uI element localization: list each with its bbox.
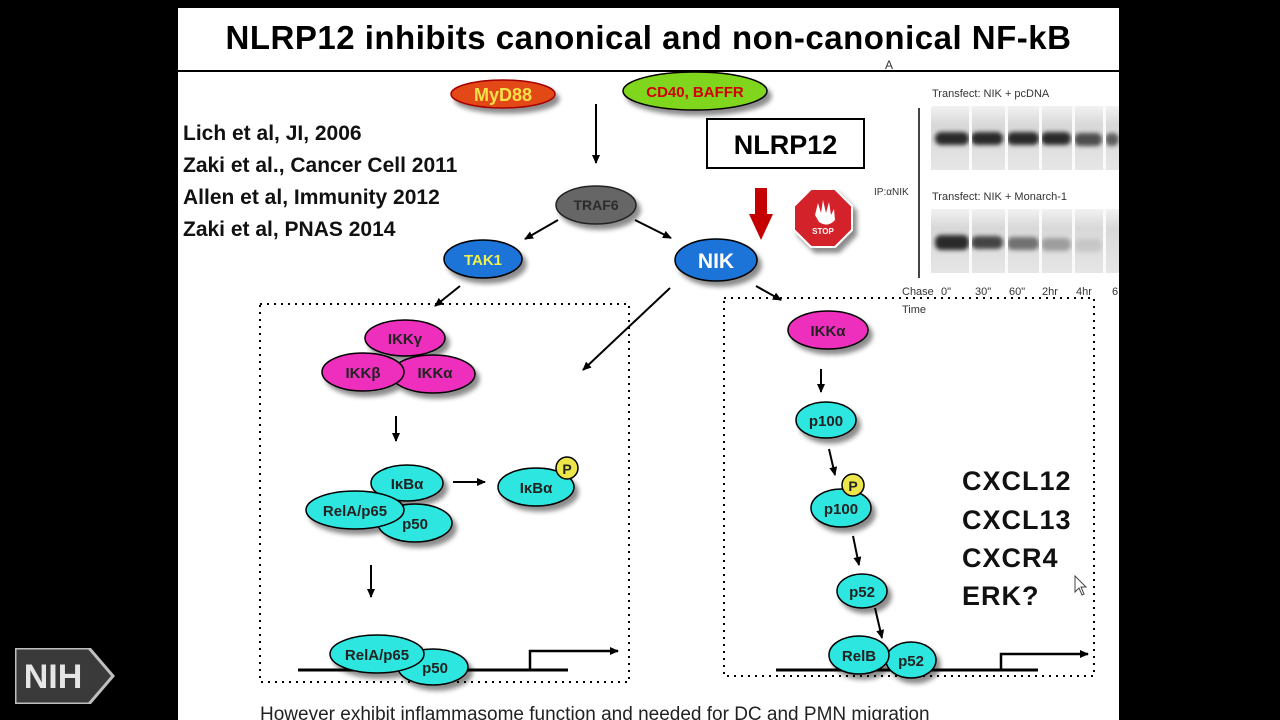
ikk-gamma-node	[364, 319, 446, 357]
slide: NLRP12 inhibits canonical and non-canoni…	[178, 8, 1119, 720]
blot-panel2-image	[931, 209, 1119, 273]
ikk-alpha-noncanonical-node	[787, 310, 869, 350]
blot-timepoint: 4hr	[1076, 286, 1092, 298]
relb-p52-complex	[828, 635, 937, 679]
rela-p65-dna-label: RelA/p65	[345, 647, 409, 664]
arrow-p52-relb	[874, 607, 885, 639]
ikba-free-label: IκBα	[520, 480, 553, 497]
nlrp12-inhibition-arrow	[749, 188, 773, 240]
phosphate-icon	[841, 473, 865, 497]
title-underline	[178, 70, 1119, 72]
blot-panel1-label: Transfect: NIK + pcDNA	[932, 88, 1050, 100]
rela-p65-dna-node	[329, 634, 425, 674]
transcription-arrow-canonical	[528, 647, 619, 670]
blot-panel-marker: A	[885, 58, 894, 72]
ikk-alpha-noncanonical-label: IKKα	[810, 323, 846, 340]
cd40-baffr-node	[622, 71, 768, 111]
ikk-gamma-label: IKKγ	[388, 331, 423, 348]
myd88-node	[450, 79, 556, 109]
arrow-tak1-ikk	[434, 285, 461, 307]
blot-timepoint: 30"	[975, 286, 992, 298]
traf6-label: TRAF6	[573, 197, 618, 213]
relb-label: RelB	[842, 648, 876, 665]
arrow-traf6-nik	[634, 219, 672, 239]
arrow-nik-canonical	[582, 287, 671, 371]
myd88-label: MyD88	[474, 85, 532, 105]
phosphate-label: P	[848, 478, 857, 494]
blot-timepoint: 2hr	[1042, 286, 1058, 298]
nik-node	[674, 238, 758, 282]
p100-phospho-node	[810, 488, 872, 528]
chemokine-erk: ERK?	[962, 581, 1040, 611]
slide-title: NLRP12 inhibits canonical and non-canoni…	[225, 19, 1072, 56]
ikba-label: IκBα	[391, 476, 424, 493]
arrow-p100-phospho	[828, 448, 838, 476]
phosphate-icon	[555, 456, 579, 480]
tak1-label: TAK1	[464, 252, 502, 269]
p100-node	[795, 401, 857, 439]
nfkb-ikba-complex	[305, 464, 453, 543]
ikk-alpha-label: IKKα	[417, 365, 453, 382]
chemokine-cxcr4: CXCR4	[962, 543, 1059, 573]
blot-time-label: Time	[902, 304, 927, 316]
nik-label: NIK	[698, 250, 734, 273]
p100-phospho-label: p100	[824, 501, 858, 518]
ikk-beta-node	[321, 352, 405, 392]
blot-panel2-label: Transfect: NIK + Monarch-1	[932, 191, 1068, 203]
p52-dna-label: p52	[898, 653, 924, 670]
tak1-node	[443, 239, 523, 279]
ikk-complex	[321, 319, 476, 394]
blot-axis-line	[918, 108, 920, 278]
p52-label: p52	[849, 584, 875, 601]
ikk-beta-label: IKKβ	[346, 365, 381, 382]
ikba-free-node	[497, 467, 575, 507]
ikba-node	[370, 464, 444, 502]
stop-sign-icon: STOP	[793, 188, 853, 248]
rela-p65-node	[305, 490, 405, 530]
relb-node	[828, 635, 890, 675]
blot-ip-label: IP:αNIK	[874, 187, 909, 198]
chemokine-cxcl12: CXCL12	[962, 466, 1072, 496]
blot-chase-label: Chase	[902, 286, 934, 298]
nlrp12-label: NLRP12	[734, 130, 838, 160]
p50-label: p50	[402, 516, 428, 533]
blot-timepoint: 60"	[1009, 286, 1026, 298]
chemokine-cxcl13: CXCL13	[962, 505, 1072, 535]
stop-text: STOP	[812, 227, 834, 236]
mouse-cursor-icon	[1074, 574, 1088, 596]
traf6-node	[555, 185, 637, 225]
pathway-diagram: NLRP12 STOP MyD88 CD40, BAFFR TRAF6 TAK1…	[259, 71, 1095, 686]
nlrp12-box	[706, 118, 865, 169]
nih-logo-text: NIH	[24, 658, 83, 696]
blot-panel1-image	[931, 106, 1119, 170]
reference-2: Zaki et al., Cancer Cell 2011	[183, 154, 458, 177]
arrow-p100-p52	[852, 535, 862, 566]
bottom-caption: However exhibit inflammasome function an…	[260, 704, 930, 720]
blot-timepoint: 0"	[941, 286, 952, 298]
rela-p65-label: RelA/p65	[323, 503, 387, 520]
p100-label: p100	[809, 413, 843, 430]
p52-node	[836, 573, 888, 609]
cd40-baffr-label: CD40, BAFFR	[646, 84, 744, 101]
arrow-nik-ikka	[755, 285, 782, 301]
phosphate-label: P	[562, 461, 571, 477]
transcription-arrow-noncanonical	[999, 650, 1089, 670]
arrow-traf6-tak1	[524, 219, 559, 240]
reference-4: Zaki et al, PNAS 2014	[183, 218, 396, 241]
reference-3: Allen et al, Immunity 2012	[183, 186, 440, 209]
reference-1: Lich et al, JI, 2006	[183, 122, 362, 145]
nfkb-dna-complex	[329, 634, 469, 686]
nih-logo: NIH	[15, 648, 115, 704]
p50-dna-label: p50	[422, 660, 448, 677]
blot-timepoint: 6	[1112, 286, 1119, 298]
